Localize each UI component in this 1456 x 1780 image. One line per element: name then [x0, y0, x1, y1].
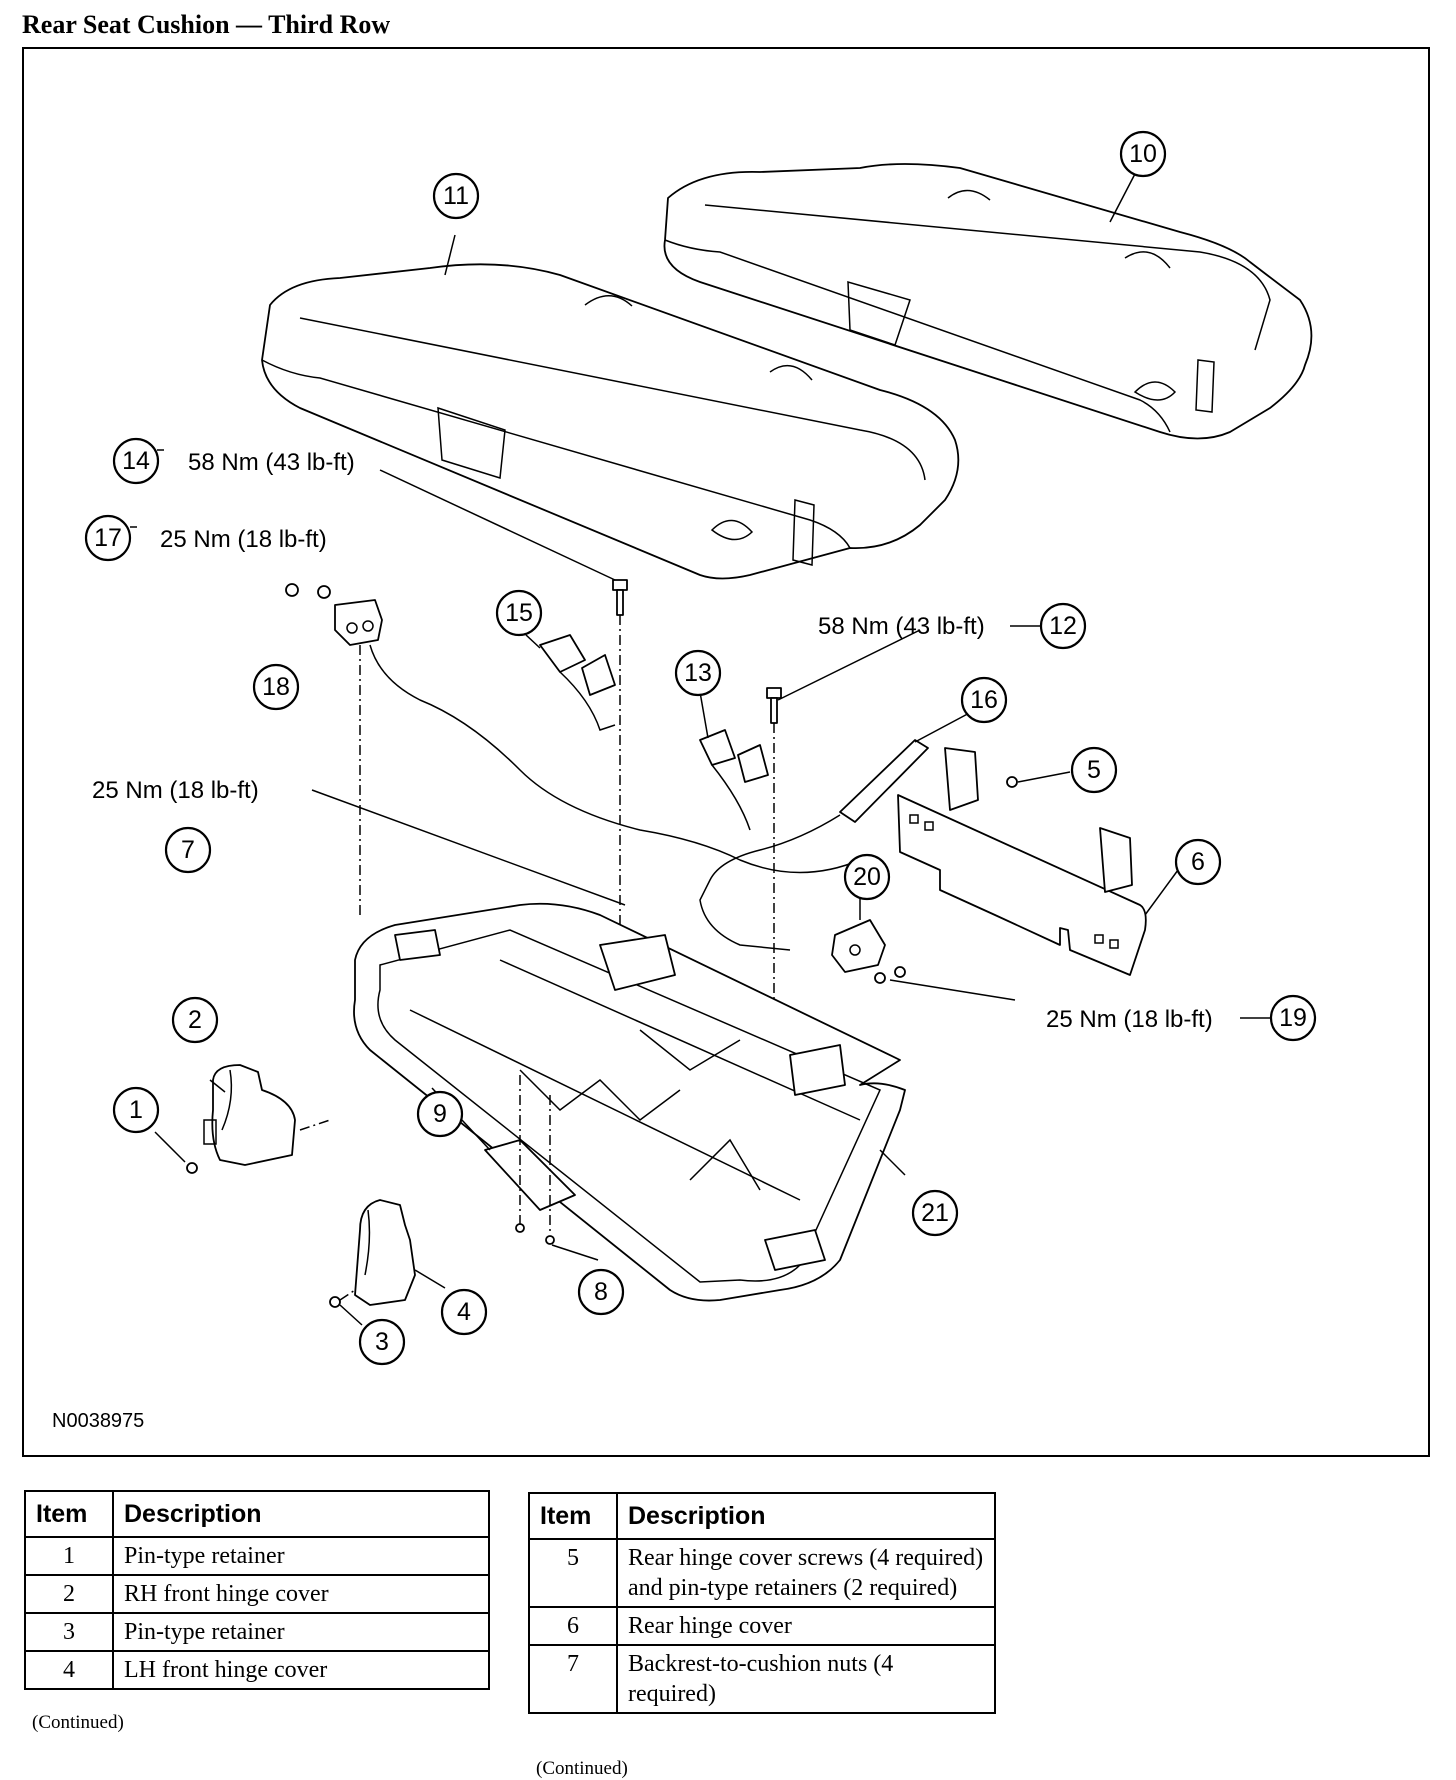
- item-table-left: Item Description 1 Pin-type retainer 2 R…: [24, 1490, 490, 1690]
- column-header-description: Description: [112, 1490, 490, 1538]
- seat-belt-buckle-15: [539, 634, 616, 731]
- bolt-14: [612, 579, 628, 930]
- item-description: Rear hinge cover: [616, 1606, 996, 1646]
- seat-cushion-10: [663, 163, 1313, 440]
- leader-lines: [130, 169, 1179, 1326]
- item-number: 5: [528, 1538, 618, 1608]
- svg-text:3: 3: [375, 1328, 389, 1356]
- column-header-description: Description: [616, 1492, 996, 1540]
- seat-belt-buckle-13: [699, 729, 769, 831]
- svg-text:8: 8: [594, 1278, 608, 1306]
- callout-8: 8: [577, 1268, 625, 1316]
- table-row: 6 Rear hinge cover: [528, 1606, 996, 1646]
- svg-text:17: 17: [94, 524, 122, 552]
- item-number: 1: [24, 1536, 114, 1576]
- item-table-right: Item Description 5 Rear hinge cover scre…: [528, 1492, 996, 1714]
- item-number: 6: [528, 1606, 618, 1646]
- torque-label-12: 58 Nm (43 lb-ft): [818, 613, 985, 640]
- callout-12: 12: [1039, 602, 1087, 650]
- table-header: Item Description: [24, 1490, 490, 1538]
- page-title: Rear Seat Cushion — Third Row: [22, 10, 391, 39]
- svg-text:10: 10: [1129, 140, 1157, 168]
- svg-text:2: 2: [188, 1006, 202, 1034]
- bolt-12: [766, 687, 782, 1040]
- svg-text:19: 19: [1279, 1004, 1307, 1032]
- svg-text:7: 7: [181, 836, 195, 864]
- table-row: 3 Pin-type retainer: [24, 1612, 490, 1652]
- bracket-9: [484, 1075, 576, 1245]
- table-row: 7 Backrest-to-cushion nuts (4 required): [528, 1644, 996, 1714]
- callout-20: 20: [843, 853, 891, 901]
- svg-text:12: 12: [1049, 612, 1077, 640]
- svg-text:21: 21: [921, 1199, 949, 1227]
- callout-18: 18: [252, 663, 300, 711]
- svg-text:20: 20: [853, 863, 881, 891]
- item-description: Rear hinge cover screws (4 required) and…: [616, 1538, 996, 1608]
- release-cable-16: [699, 739, 929, 951]
- callout-6: 6: [1174, 838, 1222, 886]
- callout-11: 11: [432, 172, 480, 220]
- svg-text:4: 4: [457, 1298, 471, 1326]
- item-number: 3: [24, 1612, 114, 1652]
- torque-label-14: 58 Nm (43 lb-ft): [188, 449, 355, 476]
- latch-20: [831, 919, 906, 984]
- svg-text:1: 1: [129, 1096, 143, 1124]
- continued-note-right: (Continued): [536, 1758, 628, 1779]
- callout-4: 4: [440, 1288, 488, 1336]
- item-number: 2: [24, 1574, 114, 1614]
- callout-17: 17: [84, 514, 132, 562]
- svg-text:15: 15: [505, 599, 533, 627]
- column-header-item: Item: [24, 1490, 114, 1538]
- svg-text:6: 6: [1191, 848, 1205, 876]
- seat-frame-21: [353, 902, 906, 1302]
- callout-1: 1: [112, 1086, 160, 1134]
- callout-10: 10: [1119, 130, 1167, 178]
- front-hinge-cover-2: [186, 1064, 331, 1174]
- callout-15: 15: [495, 589, 543, 637]
- table-row: 4 LH front hinge cover: [24, 1650, 490, 1690]
- callout-13: 13: [674, 649, 722, 697]
- callout-16: 16: [960, 676, 1008, 724]
- svg-text:18: 18: [262, 673, 290, 701]
- item-description: Backrest-to-cushion nuts (4 required): [616, 1644, 996, 1714]
- exploded-diagram: 1 2 3 4 5 6 7 8 9 10 11 12: [84, 130, 1317, 1366]
- figure-id: N0038975: [52, 1410, 145, 1432]
- svg-text:11: 11: [443, 182, 469, 210]
- bracket-18: [285, 583, 861, 915]
- svg-text:9: 9: [433, 1100, 447, 1128]
- callout-7: 7: [164, 826, 212, 874]
- column-header-item: Item: [528, 1492, 618, 1540]
- torque-label-17: 25 Nm (18 lb-ft): [160, 526, 327, 553]
- front-hinge-cover-4: [329, 1199, 416, 1308]
- torque-label-19: 25 Nm (18 lb-ft): [1046, 1006, 1213, 1033]
- item-description: Pin-type retainer: [112, 1536, 490, 1576]
- callout-21: 21: [911, 1189, 959, 1237]
- item-description: RH front hinge cover: [112, 1574, 490, 1614]
- continued-note-left: (Continued): [32, 1712, 124, 1733]
- diagram-frame: [22, 47, 1430, 1457]
- svg-text:16: 16: [970, 686, 998, 714]
- svg-text:5: 5: [1087, 756, 1101, 784]
- item-number: 7: [528, 1644, 618, 1714]
- torque-label-7: 25 Nm (18 lb-ft): [92, 777, 259, 804]
- table-header: Item Description: [528, 1492, 996, 1540]
- item-description: Pin-type retainer: [112, 1612, 490, 1652]
- svg-text:13: 13: [684, 659, 712, 687]
- callout-14: 14: [112, 437, 160, 485]
- callout-5: 5: [1070, 746, 1118, 794]
- callout-3: 3: [358, 1318, 406, 1366]
- rear-hinge-cover-6: [897, 747, 1147, 976]
- item-number: 4: [24, 1650, 114, 1690]
- callout-2: 2: [171, 996, 219, 1044]
- callout-9: 9: [416, 1090, 464, 1138]
- table-row: 2 RH front hinge cover: [24, 1574, 490, 1614]
- item-description: LH front hinge cover: [112, 1650, 490, 1690]
- table-row: 5 Rear hinge cover screws (4 required) a…: [528, 1538, 996, 1608]
- svg-text:14: 14: [122, 447, 150, 475]
- table-row: 1 Pin-type retainer: [24, 1536, 490, 1576]
- callout-19: 19: [1269, 994, 1317, 1042]
- seat-cushion-11: [261, 263, 960, 580]
